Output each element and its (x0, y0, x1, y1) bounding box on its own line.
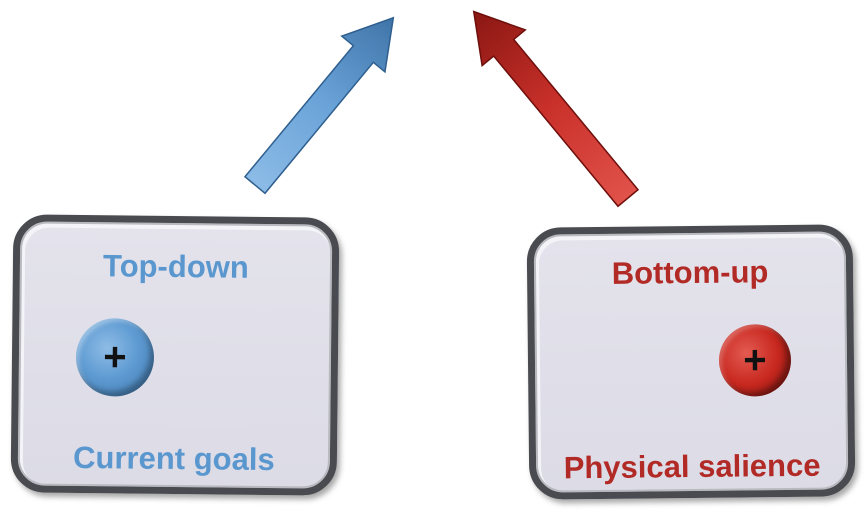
plus-icon: + (743, 338, 767, 383)
bottom-up-title: Bottom-up (611, 254, 769, 291)
plus-icon: + (103, 335, 127, 380)
plus-knob-icon: + (718, 323, 792, 397)
physical-salience-label: Physical salience (563, 447, 821, 486)
bottom-up-panel: Bottom-up + Physical salience (526, 224, 856, 500)
current-goals-label: Current goals (72, 439, 275, 478)
top-down-title: Top-down (102, 248, 249, 285)
top-down-panel: Top-down + Current goals (10, 214, 340, 496)
bottom-up-arrow (472, 10, 640, 208)
top-down-arrow (243, 16, 395, 195)
plus-knob-icon: + (75, 317, 155, 397)
